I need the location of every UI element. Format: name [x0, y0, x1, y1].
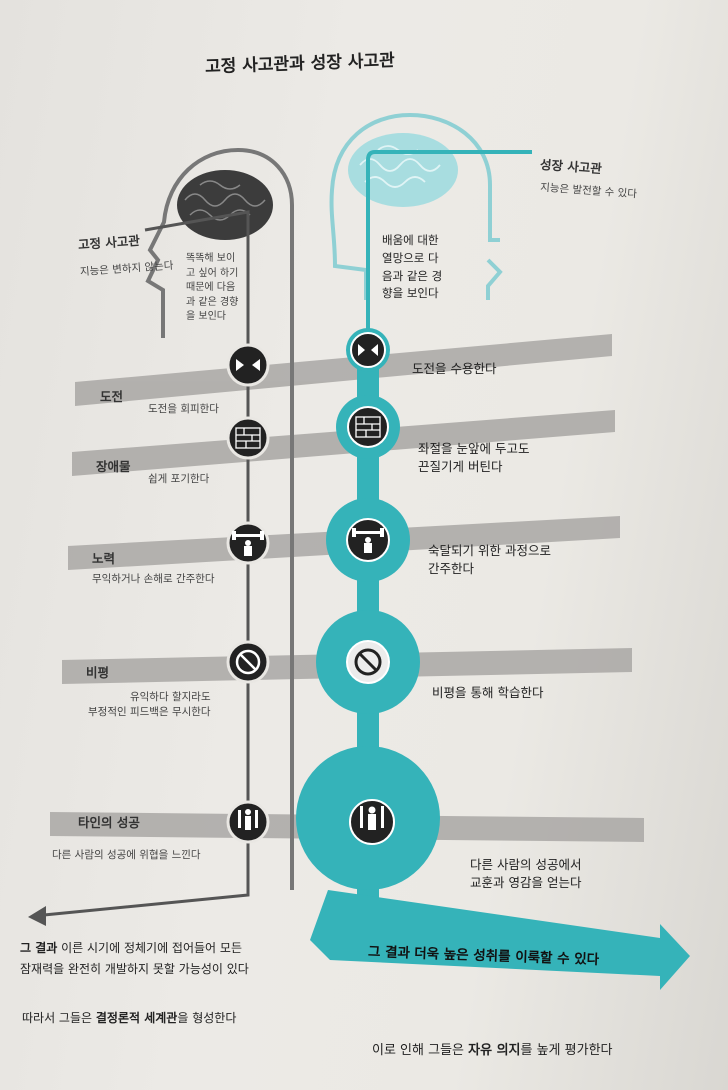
fixed-challenge-text: 도전을 회피한다 [148, 403, 219, 415]
growth-result-arrow [310, 890, 690, 990]
growth-head-outline [329, 112, 500, 300]
fixed-challenge-icon [226, 343, 270, 387]
fixed-obstacle-icon [226, 416, 270, 460]
growth-brain [348, 133, 458, 207]
growth-freewill-text: 이로 인해 그들은 자유 의지를 높게 평가한다 [372, 1043, 613, 1058]
row-label-effort: 노력 [92, 551, 116, 566]
fixed-head-outline [145, 147, 294, 890]
fixed-brain [177, 170, 273, 240]
growth-path-line [366, 150, 532, 360]
growth-challenge-text: 도전을 수용한다 [412, 361, 497, 376]
growth-success-text: 다른 사람의 성공에서 교훈과 영감을 얻는다 [470, 857, 582, 891]
fixed-criticism-text: 유익하다 할지라도 부정적인 피드백은 무시한다 [88, 691, 211, 719]
fixed-worldview-text: 따라서 그들은 결정론적 세계관을 형성한다 [22, 1011, 237, 1025]
fixed-success-text: 다른 사람의 성공에 위협을 느낀다 [52, 849, 201, 861]
band-challenge [75, 334, 612, 406]
growth-criticism-text: 비평을 통해 학습한다 [432, 685, 544, 700]
growth-icons [346, 332, 395, 845]
row-label-criticism: 비평 [86, 665, 110, 680]
fixed-arrow-head [28, 906, 46, 926]
fixed-tendency-text: 똑똑해 보이 고 싶어 하기 때문에 다음 과 같은 경향 을 보인다 [186, 253, 239, 322]
row-label-obstacle: 장애물 [96, 459, 131, 474]
fixed-effort-text: 무익하거나 손해로 간주한다 [92, 573, 215, 585]
row-label-challenge: 도전 [100, 389, 124, 404]
growth-obstacle-text: 좌절을 눈앞에 두고도 끈질기게 버틴다 [418, 441, 530, 475]
growth-obstacle-icon [347, 406, 389, 448]
growth-effort-text: 숙달되기 위한 과정으로 간주한다 [428, 543, 551, 577]
row-label-success: 타인의 성공 [78, 815, 140, 830]
growth-tendency-text: 배움에 대한 열망으로 다 음과 같은 경 향을 보인다 [382, 233, 443, 301]
fixed-obstacle-text: 쉽게 포기한다 [148, 473, 210, 485]
growth-challenge-icon [350, 332, 386, 368]
fixed-icons [226, 343, 270, 844]
